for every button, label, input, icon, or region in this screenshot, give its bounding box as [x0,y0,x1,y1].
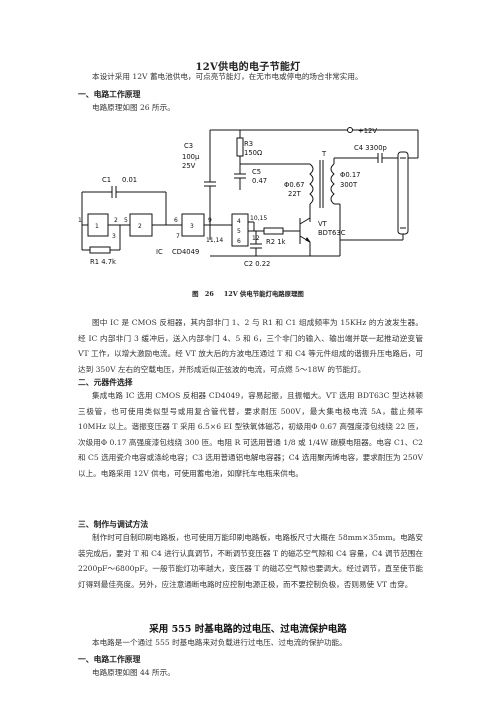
figure-caption-number: 图 26 [192,290,214,298]
label-c5: C5 [252,168,261,176]
gate-1-label: 1 [95,223,99,230]
label-ic-part: CD4049 [172,248,199,256]
section-heading-principle: 一、电路工作原理 [78,90,141,99]
label-c5-value: 0.47 [252,177,267,185]
label-t: T [321,150,327,158]
gate-2-label: 2 [138,223,142,230]
label-c3-value2: 25V [182,162,196,170]
label-c4: C4 3300p [354,144,387,152]
pin-6: 6 [174,217,178,224]
figure-caption: 图 26 12V 供电节能灯电路原理图 [0,289,496,298]
gate-6-label: 6 [237,238,241,245]
section-heading-components: 二、元器件选择 [78,378,133,387]
section-heading-principle-2: 一、电路工作原理 [78,655,141,664]
section-heading-build: 三、制作与调试方法 [78,520,149,529]
pin-2: 2 [114,217,118,224]
paragraph-build: 制作时可自制印刷电路板，也可使用万能印刷电路板，电路板尺寸大概在 58mm×35… [78,533,423,589]
label-t-secondary-turns: 300T [340,181,358,189]
pin-3: 3 [112,233,116,240]
figure-caption-text: 12V 供电节能灯电路原理图 [223,290,304,298]
pin-1: 1 [78,217,82,224]
label-r3-value: 150Ω [244,149,262,157]
pin-5: 5 [124,217,128,224]
pin-9: 9 [208,217,212,224]
label-c2: C2 0.22 [244,260,270,268]
label-vt: VT [318,220,328,228]
label-r1: R1 4.7k [90,258,116,266]
gate-5-label: 5 [237,228,241,235]
article-title: 12V供电的电子节能灯 [195,62,301,73]
pin-11-14: 11,14 [206,237,223,244]
label-t-secondary: Φ0.17 [340,171,360,179]
label-c3: C3 [184,142,193,150]
pin-7: 7 [176,233,180,240]
paragraph-principle: 图中 IC 是 CMOS 反相器，其内部非门 1、2 与 R1 和 C1 组成频… [78,318,423,374]
label-c1-value: 0.01 [122,176,137,184]
label-r2: R2 1k [266,238,286,246]
figure-reference-2: 电路原理如图 44 所示。 [92,668,175,677]
intro-paragraph: 本设计采用 12V 蓄电池供电，可点亮节能灯，在无市电或停电的场合非常实用。 [92,72,363,81]
label-r3: R3 [244,140,253,148]
label-vt-part: BDT63C [318,229,346,237]
circuit-schematic: C1 0.01 R1 4.7k IC CD4049 R3 150Ω C3 100… [78,127,419,268]
intro-paragraph-2: 本电路是一个通过 555 时基电路来对负载进行过电压、过电流的保护功能。 [92,638,347,647]
pin-10-15: 10,15 [250,215,267,222]
label-vcc: +12V [358,127,377,135]
label-c3-value1: 100μ [182,153,200,161]
pin-12: 12 [252,235,260,242]
label-ic: IC [156,248,163,256]
figure-reference: 电路原理如图 26 所示。 [92,103,175,112]
paragraph-components: 集成电路 IC 选用 CMOS 反相器 CD4049，容易起振，且振幅大。VT … [78,391,423,478]
article-title-2: 采用 555 时基电路的过电压、过电流保护电路 [149,624,347,635]
label-t-primary: Φ0.67 [284,181,304,189]
gate-3-label: 3 [190,223,194,230]
label-t-primary-turns: 22T [288,190,302,198]
gate-4-label: 4 [237,218,241,225]
label-c1: C1 [102,176,111,184]
